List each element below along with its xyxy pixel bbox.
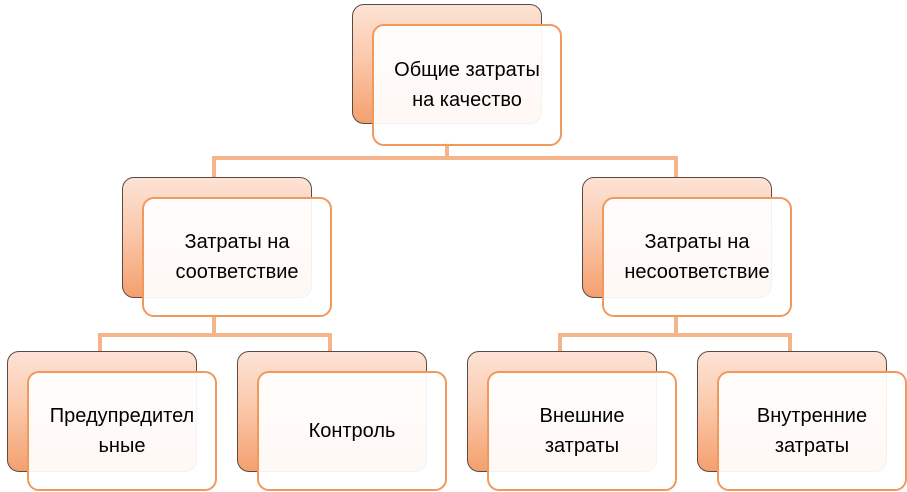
node-label-box: Внешние затраты — [487, 371, 677, 491]
node-label-box: Контроль — [257, 371, 447, 491]
node-label: Затраты на несоответствие — [624, 231, 770, 283]
node-label: Внутренние затраты — [756, 405, 868, 457]
node-label: Внешние затраты — [539, 405, 625, 457]
node-label-box: Затраты на соответствие — [142, 197, 332, 317]
node-label: Затраты на соответствие — [175, 231, 299, 283]
node-label: Контроль — [308, 420, 396, 442]
node-label: Общие затраты на качество — [394, 59, 540, 111]
node-label-box: Затраты на несоответствие — [602, 197, 792, 317]
node-label-box: Предупредител ьные — [27, 371, 217, 491]
node-label: Предупредител ьные — [49, 405, 195, 457]
node-label-box: Общие затраты на качество — [372, 24, 562, 146]
node-label-box: Внутренние затраты — [717, 371, 907, 491]
